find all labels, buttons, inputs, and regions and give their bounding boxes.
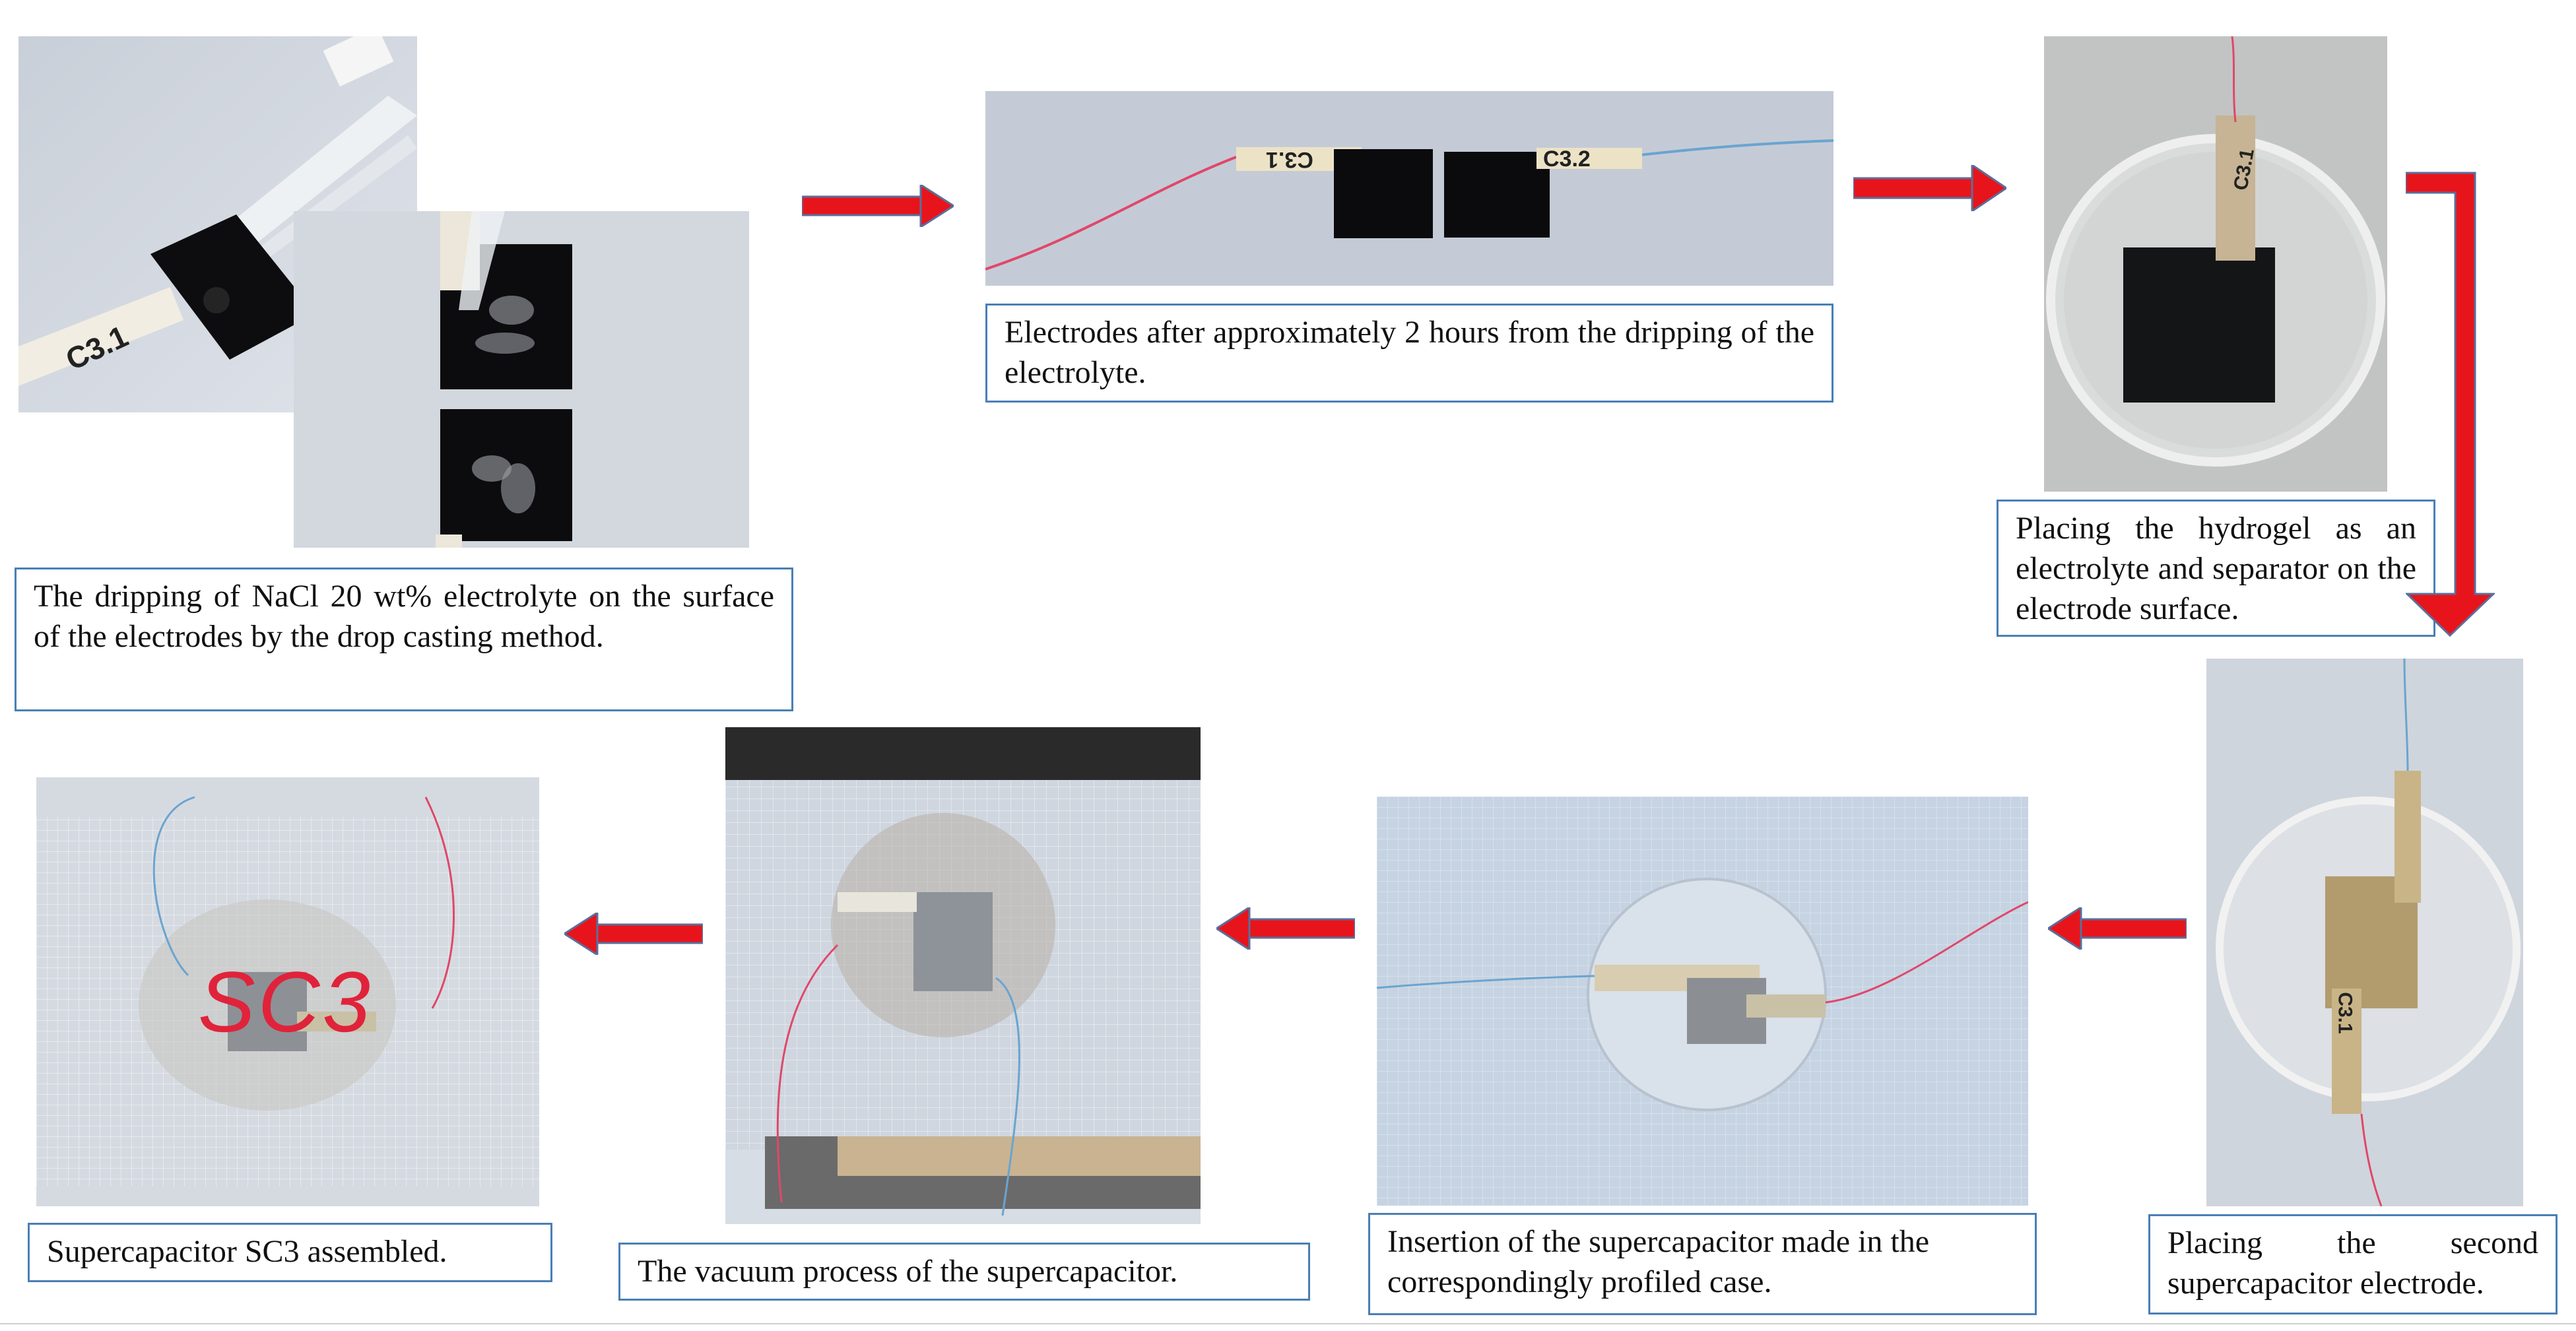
photo-vacuum-process (725, 727, 1201, 1224)
electrode-tag-label: C3.1 (1266, 147, 1313, 172)
electrode-tag-label: C3.2 (1543, 146, 1591, 172)
photo-case-insertion (1377, 796, 2028, 1206)
step1-caption: The dripping of NaCl 20 wt% electrolyte … (15, 568, 793, 711)
step5-caption: Insertion of the supercapacitor made in … (1368, 1213, 2037, 1315)
step7-caption: Supercapacitor SC3 assembled. (28, 1223, 552, 1282)
arrow-right-icon (1853, 165, 2006, 211)
bottom-divider (0, 1323, 2576, 1324)
arrow-right-icon (802, 185, 954, 227)
arrow-left-icon (1216, 907, 1355, 950)
sc3-marking: SC3 (198, 954, 373, 1050)
arrow-left-icon (564, 913, 703, 955)
step2-caption: Electrodes after approximately 2 hours f… (985, 304, 1833, 403)
step3-caption: Placing the hydrogel as an electrolyte a… (1997, 500, 2435, 637)
photo-sc3-assembled: SC3 (36, 777, 539, 1206)
arrow-down-icon (2406, 172, 2495, 637)
photo-hydrogel-placement: C3.1 (2044, 36, 2387, 492)
arrow-left-icon (2048, 907, 2187, 950)
photo-drop-casting-2 (294, 211, 749, 548)
photo-electrodes-after-2h: C3.1 C3.2 (985, 91, 1833, 286)
electrode-tag-label: C3.1 (2334, 992, 2356, 1034)
step4-caption: Placing the second supercapacitor electr… (2148, 1214, 2558, 1315)
step6-caption: The vacuum process of the supercapacitor… (618, 1243, 1310, 1301)
photo-second-electrode: C3.1 (2206, 659, 2523, 1206)
